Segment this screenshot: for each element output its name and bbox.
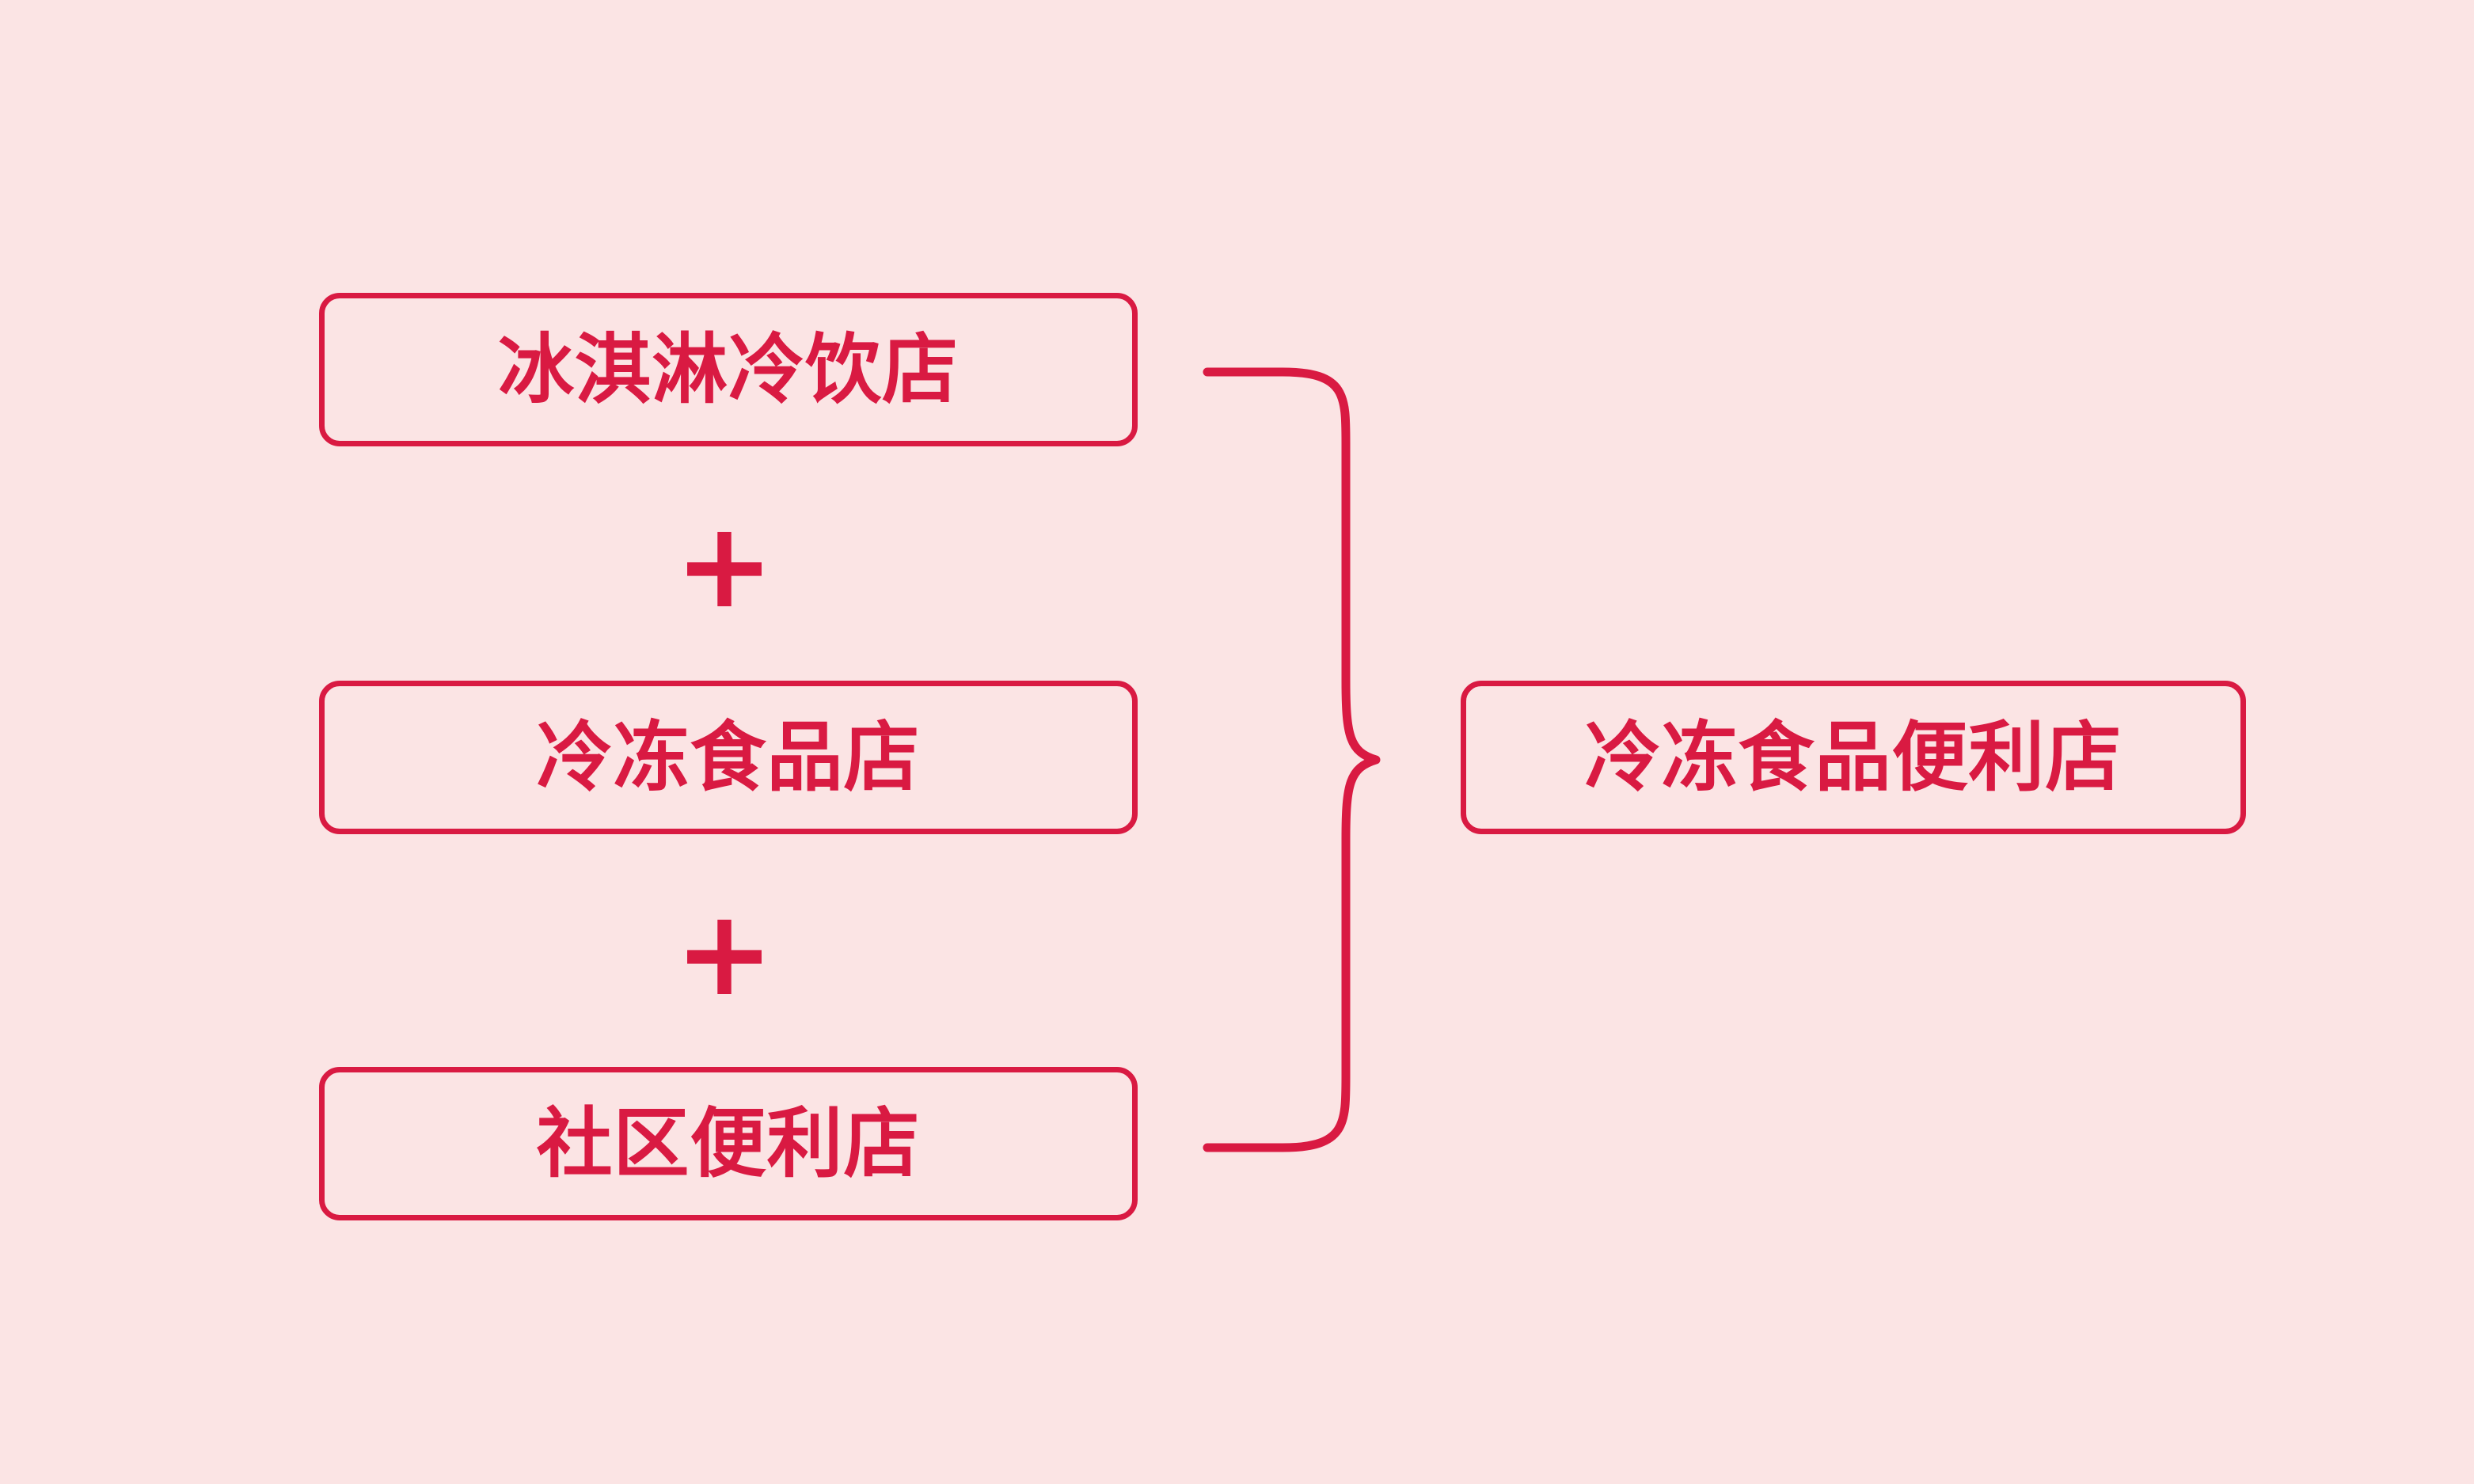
plus-operator-2: + (675, 885, 774, 1023)
operand-box-3[interactable]: 社区便利店 (319, 1067, 1138, 1220)
result-box[interactable]: 冷冻食品便利店 (1461, 681, 2246, 834)
operand-box-1-label: 冰淇淋冷饮店 (498, 325, 959, 414)
operand-box-1[interactable]: 冰淇淋冷饮店 (319, 293, 1138, 446)
plus-operator-1: + (675, 497, 774, 635)
curly-brace-icon (1203, 367, 1381, 1152)
operand-box-2-label: 冷冻食品店 (536, 713, 921, 802)
operand-box-2[interactable]: 冷冻食品店 (319, 681, 1138, 834)
result-box-label: 冷冻食品便利店 (1584, 713, 2122, 802)
operand-box-3-label: 社区便利店 (536, 1099, 921, 1188)
